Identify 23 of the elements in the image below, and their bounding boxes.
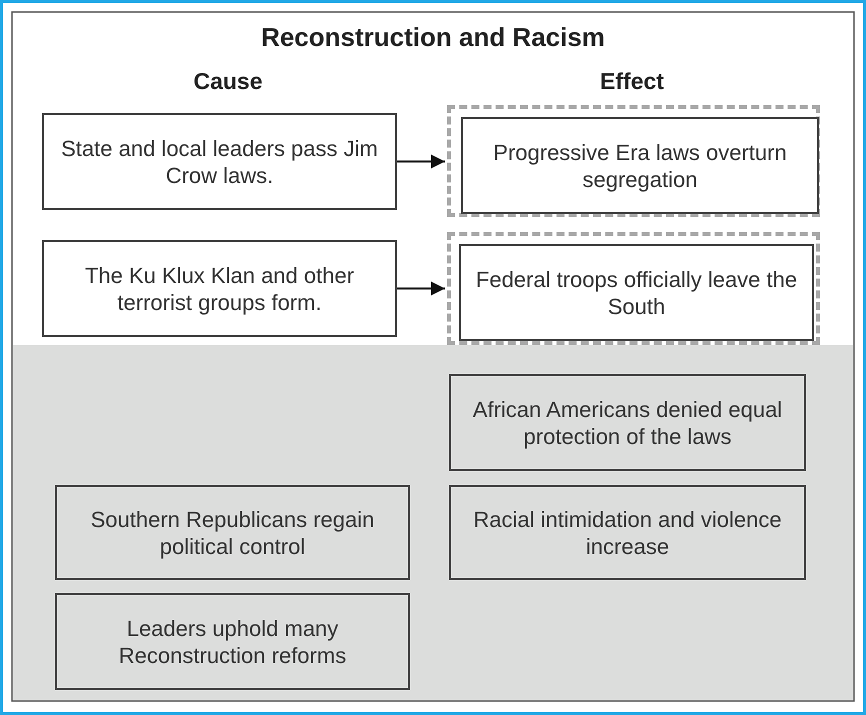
box-text: Progressive Era laws overturn segregation [492,138,788,192]
answer-option-box [449,485,806,580]
answer-option-box [55,485,410,580]
box-text: Federal troops officially leave the South [474,266,798,320]
diagram-title: Reconstruction and Racism [261,22,605,53]
box-text: Southern Republicans regain political control [90,506,376,560]
box-text: African Americans denied equal protection of the laws [472,396,784,450]
dashed-drop-zone [447,232,820,345]
cause-effect-box [42,240,397,337]
cause-effect-box [461,117,819,214]
box-text: The Ku Klux Klan and other terrorist groups form. [84,262,356,316]
column-heading: Cause [193,68,263,95]
box-text: Leaders uphold many Reconstruction reforms [118,614,348,668]
column-heading: Effect [600,68,664,95]
cause-effect-box [459,244,814,341]
box-text: State and local leaders pass Jim Crow laws. [60,134,379,188]
arrow [397,282,445,296]
cause-effect-box [42,113,397,210]
arrow [397,154,445,168]
box-text: Racial intimidation and violence increase [472,506,783,560]
answer-option-box [55,593,410,690]
answer-option-box [449,374,806,471]
dashed-drop-zone [447,105,820,217]
